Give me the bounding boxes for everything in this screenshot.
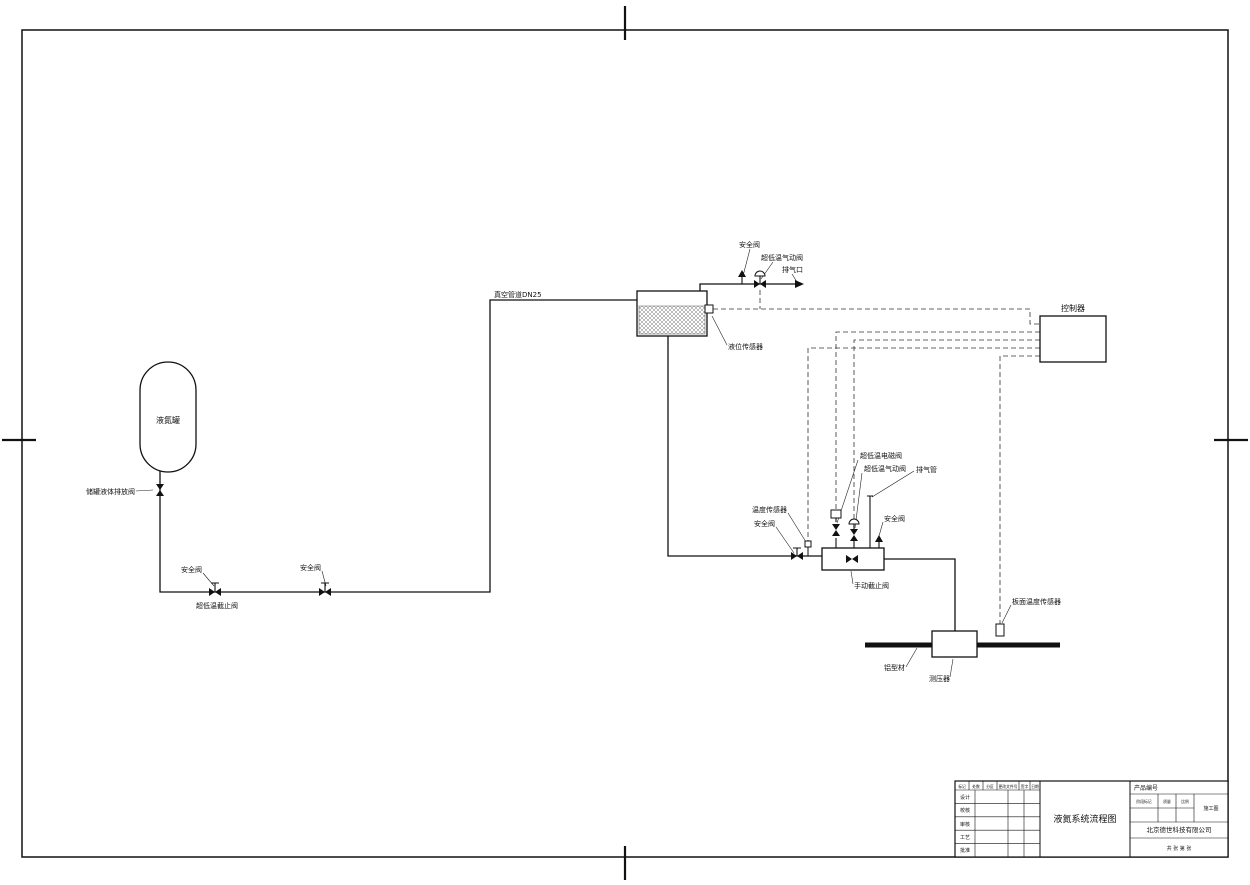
pipe-safety-valve-stem <box>793 547 801 556</box>
scale-label: 比例 <box>1181 799 1189 804</box>
safety-valve-label-2: 安全阀 <box>300 563 321 572</box>
rev-col-count: 处数 <box>972 784 980 789</box>
safety-valve-label-4: 安全阀 <box>884 514 905 523</box>
line-safety-valve: 安全阀 <box>300 563 331 596</box>
cold-plate-assembly: 板面温度传感器 铝型材 测压器 <box>865 597 1061 683</box>
centering-tick-marks <box>2 6 1248 880</box>
sign-row-review: 审核 <box>960 821 970 828</box>
sign-row-process: 工艺 <box>960 835 970 841</box>
tank-drain-valve-label: 储罐液体排放阀 <box>86 487 135 496</box>
label-leader-lines <box>135 248 1012 678</box>
cryo-stop-valve: 安全阀 超低温截止阀 <box>181 565 238 610</box>
pneumatic-actuator-dome-icon <box>754 270 766 277</box>
plate-temp-sensor-icon <box>995 623 1005 637</box>
solenoid-valve-label: 超低温电磁阀 <box>860 451 902 460</box>
tank-label: 液氮罐 <box>156 415 180 425</box>
drain-valve-symbol <box>156 484 164 496</box>
drawing-border <box>21 29 1229 858</box>
pneumatic-valve-label-2: 超低温气动阀 <box>864 464 906 473</box>
title-block-frame <box>954 780 1229 858</box>
solenoid-valve-symbol <box>832 524 840 536</box>
pressure-device-label: 测压器 <box>929 675 950 683</box>
sign-row-design: 设计 <box>960 794 970 801</box>
process-pipes <box>159 283 956 631</box>
temp-sensor-icon <box>804 540 812 548</box>
stage-label: 施工图 <box>1203 805 1218 812</box>
phase-separator: 液位传感器 <box>636 290 763 351</box>
separator-liquid-level <box>638 305 706 335</box>
pneumatic-actuator-dome-icon <box>848 518 860 525</box>
stop-valve-stem <box>211 582 219 592</box>
vent-safety-valve-label: 安全阀 <box>739 240 760 249</box>
rev-col-mark: 标记 <box>958 784 966 789</box>
aluminum-profile-label: 铝型材 <box>884 663 905 672</box>
vent-pipe-label: 排气管 <box>916 465 937 474</box>
pressure-device-box <box>931 630 978 658</box>
controller: 控制器 <box>1039 303 1107 363</box>
vent-safety-valve-symbol <box>738 270 746 277</box>
rev-col-date: 日期 <box>1031 784 1039 789</box>
temp-sensor-label: 温度传感器 <box>752 505 787 514</box>
tank-vessel-shape <box>139 361 197 473</box>
stage-mark-label: 阶段标记 <box>1136 799 1151 804</box>
vent-pneumatic-valve-label: 超低温气动阀 <box>761 253 803 262</box>
manifold-safety-valve-symbol <box>875 535 883 542</box>
sign-row-approve: 批准 <box>960 847 970 854</box>
solenoid-actuator-icon <box>830 509 842 519</box>
vent-assembly: 安全阀 超低温气动阀 排气口 <box>738 240 804 288</box>
safety-valve-label-3: 安全阀 <box>754 519 775 528</box>
mass-label: 质量 <box>1163 799 1171 804</box>
title-block-left-grid <box>955 781 1040 857</box>
vacuum-pipe-label: 真空管道DN25 <box>494 290 542 299</box>
pneumatic-valve-symbol <box>850 529 858 541</box>
sheet-info: 共 张 第 张 <box>1167 845 1192 852</box>
manual-stop-valve-symbol <box>846 555 858 563</box>
valve-manifold: 超低温电磁阀 超低温气动阀 排气管 安全阀 手动截止阀 <box>821 451 937 590</box>
safety-valve-label-1: 安全阀 <box>181 565 202 574</box>
safety-valve-stem <box>321 582 329 592</box>
product-no-label: 产品编号 <box>1134 784 1158 792</box>
controller-label: 控制器 <box>1061 303 1085 313</box>
vent-arrow-icon <box>795 280 804 288</box>
drawing-title: 液氮系统流程图 <box>1053 813 1116 825</box>
level-sensor-label: 液位传感器 <box>728 342 763 351</box>
rev-col-zone: 分区 <box>986 784 994 789</box>
title-block-main-dividers <box>1039 781 1131 857</box>
level-sensor-icon <box>704 304 714 314</box>
vent-port-label: 排气口 <box>782 265 803 274</box>
manual-stop-valve-label: 手动截止阀 <box>854 581 889 590</box>
rev-col-sign: 签字 <box>1021 784 1029 789</box>
cryo-stop-valve-label: 超低温截止阀 <box>196 601 238 610</box>
controller-box <box>1039 315 1107 363</box>
control-signal-lines <box>713 290 1040 624</box>
vent-pipe-riser <box>867 495 873 548</box>
title-block-right-grid <box>1130 793 1228 839</box>
pipe-instruments: 温度传感器 安全阀 <box>752 505 812 560</box>
tank-drain-valve: 储罐液体排放阀 <box>86 484 164 496</box>
liquid-nitrogen-tank: 液氮罐 <box>139 361 197 473</box>
sign-row-check: 校核 <box>960 807 970 814</box>
rev-col-docno: 更改文件号 <box>999 784 1018 789</box>
company-name: 北京德世科技有限公司 <box>1147 825 1212 834</box>
title-block: 标记 处数 分区 更改文件号 签字 日期 设计 校核 审核 工艺 批准 液氮系统… <box>954 780 1229 858</box>
plate-temp-sensor-label: 板面温度传感器 <box>1012 597 1061 606</box>
